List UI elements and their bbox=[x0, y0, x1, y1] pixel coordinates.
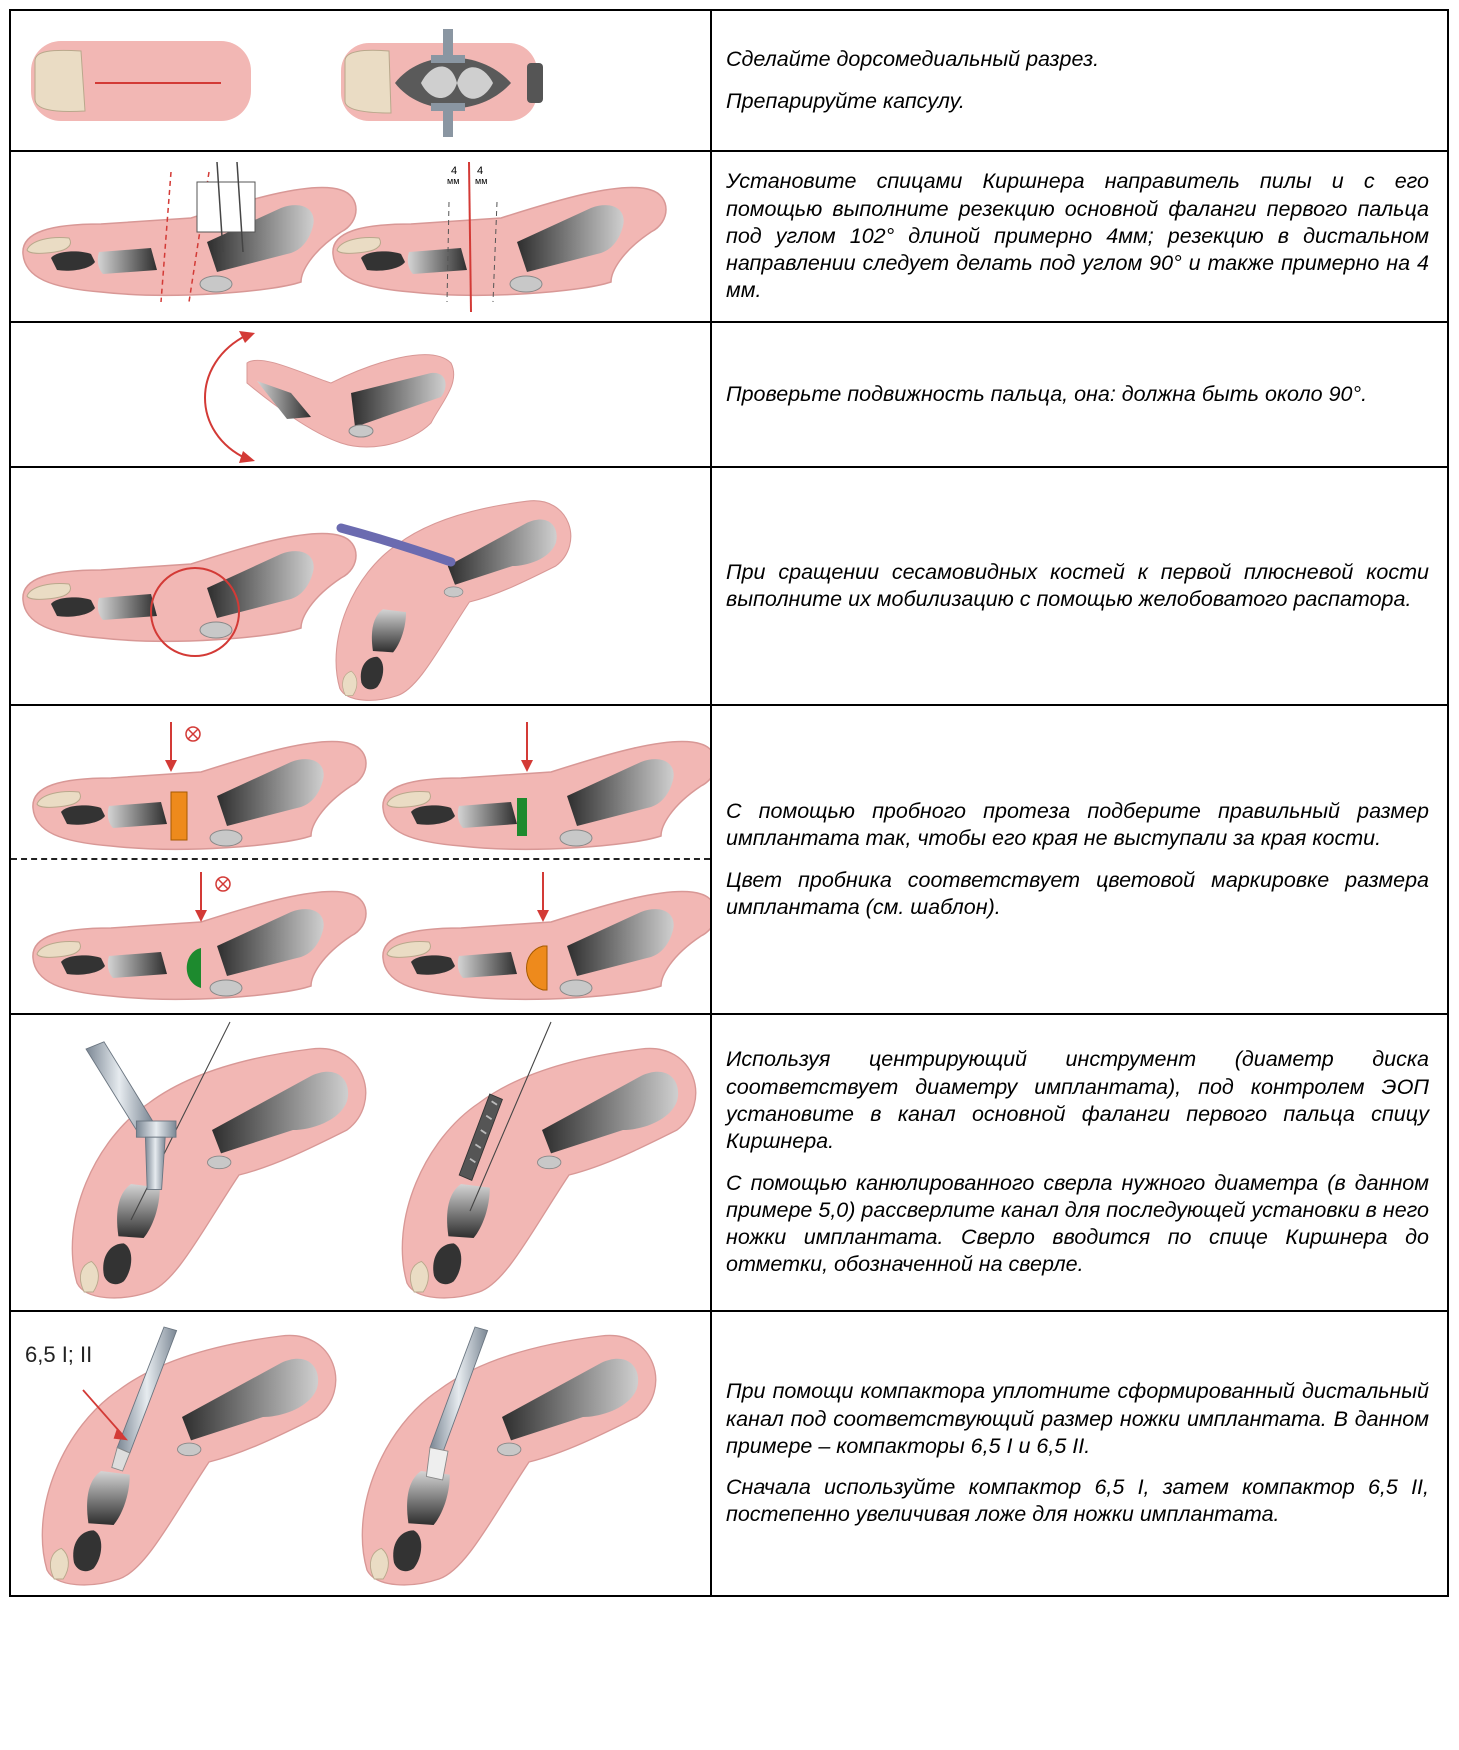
step-3-text: Проверьте подвижность пальца, она: должн… bbox=[711, 322, 1448, 467]
step-4-text: При сращении сесамовидных костей к перво… bbox=[711, 467, 1448, 705]
step-row-6: Используя центрирующий инструмент (диаме… bbox=[10, 1014, 1448, 1311]
step-6-text-2: С помощью канюлированного сверла нужного… bbox=[726, 1170, 1429, 1279]
step-row-3: Проверьте подвижность пальца, она: должн… bbox=[10, 322, 1448, 467]
compactor-illustration-2 bbox=[362, 1327, 655, 1585]
trial-green-correct bbox=[383, 722, 710, 849]
step-row-4: При сращении сесамовидных костей к перво… bbox=[10, 467, 1448, 705]
step-row-2: 4 мм 4 мм Установите спицами Киршнера на… bbox=[10, 151, 1448, 322]
step-row-7: 6,5 I; II При помощи компактора уплотнит… bbox=[10, 1311, 1448, 1596]
mm-unit-left: мм bbox=[447, 176, 459, 186]
step-1-figure bbox=[10, 10, 711, 151]
step-6-figure bbox=[10, 1014, 711, 1311]
trial-green-wrong bbox=[33, 872, 366, 999]
step-5-figure bbox=[10, 705, 711, 1014]
step-3-figure bbox=[10, 322, 711, 467]
step-7-text: При помощи компактора уплотните сформиро… bbox=[711, 1311, 1448, 1596]
step-2-figure: 4 мм 4 мм bbox=[10, 151, 711, 322]
step-7-text-1: При помощи компактора уплотните сформиро… bbox=[726, 1378, 1429, 1460]
resection-lines-illustration: 4 мм 4 мм bbox=[333, 162, 666, 312]
step-7-text-2: Сначала используйте компактор 6,5 I, зат… bbox=[726, 1474, 1429, 1529]
step-4-text-1: При сращении сесамовидных костей к перво… bbox=[726, 559, 1429, 614]
toe-incision-illustration bbox=[31, 41, 251, 121]
step-1-text-1: Сделайте дорсомедиальный разрез. bbox=[726, 46, 1429, 73]
step-row-5: С помощью пробного протеза подберите пра… bbox=[10, 705, 1448, 1014]
sesamoid-circle-illustration bbox=[23, 533, 356, 656]
step-5-text: С помощью пробного протеза подберите пра… bbox=[711, 705, 1448, 1014]
cannulated-drill-illustration bbox=[402, 1022, 695, 1298]
dashed-divider bbox=[11, 858, 710, 860]
step-5-text-1: С помощью пробного протеза подберите пра… bbox=[726, 798, 1429, 853]
step-3-text-1: Проверьте подвижность пальца, она: должн… bbox=[726, 381, 1429, 408]
step-row-1: Сделайте дорсомедиальный разрез. Препари… bbox=[10, 10, 1448, 151]
procedure-table: Сделайте дорсомедиальный разрез. Препари… bbox=[9, 9, 1449, 1597]
trial-orange-wrong bbox=[33, 722, 366, 849]
mm-unit-right: мм bbox=[475, 176, 487, 186]
step-4-figure bbox=[10, 467, 711, 705]
step-2-text: Установите спицами Киршнера направитель … bbox=[711, 151, 1448, 322]
raspatory-illustration bbox=[336, 501, 571, 701]
trial-orange-correct bbox=[383, 872, 710, 999]
step-1-text: Сделайте дорсомедиальный разрез. Препари… bbox=[711, 10, 1448, 151]
capsule-retractor-illustration bbox=[341, 29, 543, 137]
toe-mobility-illustration bbox=[205, 331, 454, 463]
step-2-text-1: Установите спицами Киршнера направитель … bbox=[726, 168, 1429, 304]
step-6-text: Используя центрирующий инструмент (диаме… bbox=[711, 1014, 1448, 1311]
centering-instrument-illustration bbox=[72, 1022, 365, 1298]
compactor-size-label: 6,5 I; II bbox=[25, 1342, 92, 1367]
step-1-text-2: Препарируйте капсулу. bbox=[726, 88, 1429, 115]
step-7-figure: 6,5 I; II bbox=[10, 1311, 711, 1596]
saw-guide-illustration bbox=[23, 162, 356, 302]
step-5-text-2: Цвет пробника соответствует цветовой мар… bbox=[726, 867, 1429, 922]
step-6-text-1: Используя центрирующий инструмент (диаме… bbox=[726, 1046, 1429, 1155]
